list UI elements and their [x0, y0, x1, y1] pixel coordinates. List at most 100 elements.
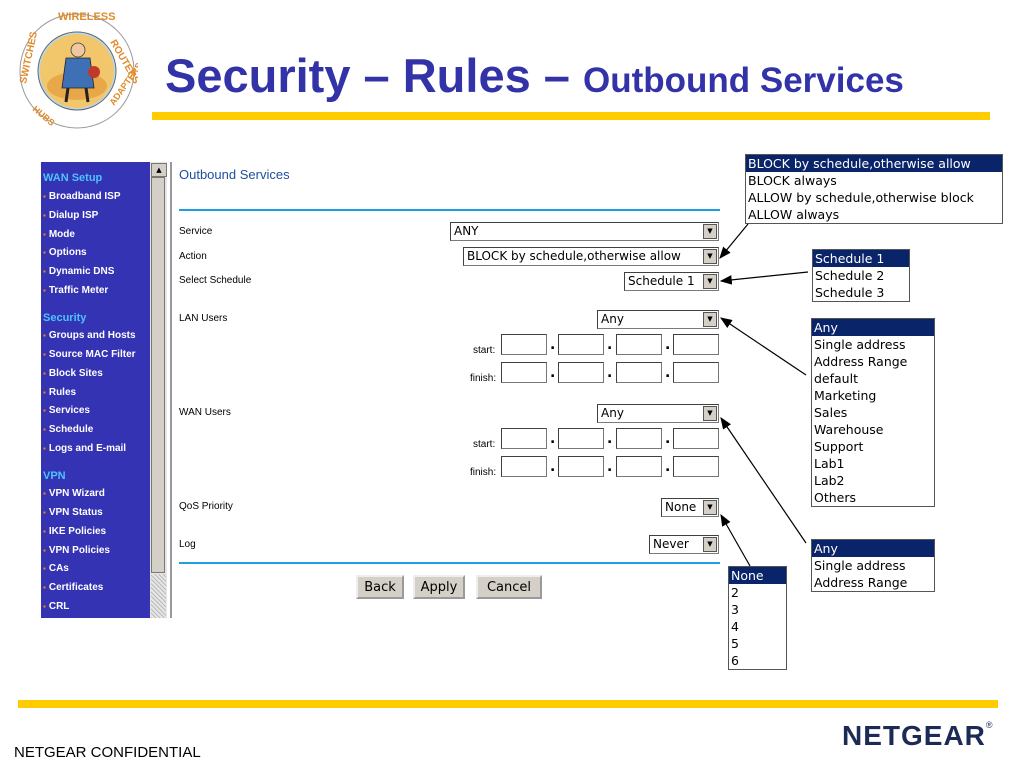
action-options-list[interactable]: BLOCK by schedule,otherwise allow BLOCK …	[745, 154, 1003, 224]
qos-options-list[interactable]: None 2 3 4 5 6	[728, 566, 787, 670]
wan-finish-ip-octet-2[interactable]	[558, 456, 604, 477]
nav-section-security[interactable]: Security	[43, 312, 87, 324]
scrollbar-track[interactable]	[151, 574, 166, 618]
nav-item-source-mac-filter[interactable]: ▪Source MAC Filter	[43, 349, 136, 360]
list-item[interactable]: Warehouse	[814, 422, 884, 437]
list-item[interactable]: Single address	[814, 337, 906, 352]
lan-finish-ip-octet-2[interactable]	[558, 362, 604, 383]
list-item[interactable]: ALLOW always	[748, 207, 840, 222]
logo-text-wireless: WIRELESS	[58, 11, 115, 23]
lan-start-ip-octet-2[interactable]	[558, 334, 604, 355]
wan-start-ip-octet-2[interactable]	[558, 428, 604, 449]
nav-item-cas[interactable]: ▪CAs	[43, 563, 69, 574]
chevron-down-icon[interactable]: ▼	[703, 312, 717, 327]
nav-item-options[interactable]: ▪Options	[43, 247, 87, 258]
nav-item-groups-and-hosts[interactable]: ▪Groups and Hosts	[43, 330, 136, 341]
wan-users-options-list[interactable]: Any Single address Address Range	[811, 539, 935, 592]
nav-item-mode[interactable]: ▪Mode	[43, 229, 75, 240]
wan-finish-ip-octet-3[interactable]	[616, 456, 662, 477]
list-item[interactable]: Schedule 3	[815, 285, 885, 300]
scroll-up-arrow-icon[interactable]: ▲	[151, 163, 167, 177]
list-item[interactable]: None	[729, 567, 786, 584]
lan-users-callout-arrow	[720, 317, 807, 376]
nav-item-traffic-meter[interactable]: ▪Traffic Meter	[43, 285, 109, 296]
nav-item-logs-and-email[interactable]: ▪Logs and E-mail	[43, 443, 127, 454]
list-item[interactable]: 4	[731, 619, 739, 634]
nav-item-dynamic-dns[interactable]: ▪Dynamic DNS	[43, 266, 115, 277]
nav-item-vpn-status[interactable]: ▪VPN Status	[43, 507, 103, 518]
nav-item-crl[interactable]: ▪CRL	[43, 601, 70, 612]
scrollbar-thumb[interactable]	[151, 177, 165, 573]
list-item[interactable]: Support	[814, 439, 864, 454]
qos-priority-select[interactable]: None▼	[661, 498, 719, 517]
list-item[interactable]: BLOCK by schedule,otherwise allow	[746, 155, 1002, 172]
nav-item-schedule[interactable]: ▪Schedule	[43, 424, 94, 435]
action-value: BLOCK by schedule,otherwise allow	[467, 249, 681, 263]
lan-users-select[interactable]: Any▼	[597, 310, 719, 329]
list-item[interactable]: ALLOW by schedule,otherwise block	[748, 190, 974, 205]
list-item[interactable]: Others	[814, 490, 857, 505]
list-item[interactable]: 3	[731, 602, 739, 617]
list-item[interactable]: Any	[812, 319, 934, 336]
list-item[interactable]: 6	[731, 653, 739, 668]
list-item[interactable]: default	[814, 371, 858, 386]
lan-users-options-list[interactable]: Any Single address Address Range default…	[811, 318, 935, 507]
list-item[interactable]: Lab1	[814, 456, 845, 471]
list-item[interactable]: Schedule 2	[815, 268, 885, 283]
nav-item-certificates[interactable]: ▪Certificates	[43, 582, 104, 593]
wan-finish-label: finish:	[470, 467, 497, 478]
nav-item-rules[interactable]: ▪Rules	[43, 387, 77, 398]
nav-item-vpn-wizard[interactable]: ▪VPN Wizard	[43, 488, 105, 499]
nav-section-wan-setup[interactable]: WAN Setup	[43, 172, 103, 184]
back-button[interactable]: Back	[356, 575, 404, 599]
wan-start-ip-octet-3[interactable]	[616, 428, 662, 449]
apply-button[interactable]: Apply	[413, 575, 465, 599]
list-item[interactable]: Marketing	[814, 388, 877, 403]
brand-name: NETGEAR	[842, 720, 986, 751]
list-item[interactable]: BLOCK always	[748, 173, 837, 188]
list-item[interactable]: Any	[812, 540, 934, 557]
sidebar-nav: WAN Setup ▪Broadband ISP ▪Dialup ISP ▪Mo…	[41, 162, 150, 618]
slide-title: Security – Rules – Outbound Services	[165, 48, 904, 103]
chevron-down-icon[interactable]: ▼	[703, 249, 717, 264]
nav-item-ike-policies[interactable]: ▪IKE Policies	[43, 526, 107, 537]
action-select[interactable]: BLOCK by schedule,otherwise allow ▼	[463, 247, 719, 266]
nav-item-block-sites[interactable]: ▪Block Sites	[43, 368, 103, 379]
wan-start-ip-octet-1[interactable]	[501, 428, 547, 449]
list-item[interactable]: Sales	[814, 405, 848, 420]
nav-item-broadband-isp[interactable]: ▪Broadband ISP	[43, 191, 121, 202]
log-select[interactable]: Never▼	[649, 535, 719, 554]
list-item[interactable]: Single address	[814, 558, 906, 573]
lan-start-ip-octet-3[interactable]	[616, 334, 662, 355]
frame-divider	[170, 162, 172, 618]
chevron-down-icon[interactable]: ▼	[703, 274, 717, 289]
nav-section-vpn[interactable]: VPN	[43, 470, 66, 482]
nav-item-services[interactable]: ▪Services	[43, 405, 90, 416]
lan-finish-ip-octet-4[interactable]	[673, 362, 719, 383]
list-item[interactable]: Address Range	[814, 354, 908, 369]
lan-start-ip-octet-1[interactable]	[501, 334, 547, 355]
wan-finish-ip-octet-1[interactable]	[501, 456, 547, 477]
lan-finish-ip-octet-3[interactable]	[616, 362, 662, 383]
list-item[interactable]: Lab2	[814, 473, 845, 488]
wan-finish-ip-octet-4[interactable]	[673, 456, 719, 477]
list-item[interactable]: Schedule 1	[813, 250, 909, 267]
chevron-down-icon[interactable]: ▼	[703, 406, 717, 421]
chevron-down-icon[interactable]: ▼	[703, 537, 717, 552]
chevron-down-icon[interactable]: ▼	[703, 224, 717, 239]
list-item[interactable]: Address Range	[814, 575, 908, 590]
wan-start-ip-octet-4[interactable]	[673, 428, 719, 449]
schedule-select[interactable]: Schedule 1▼	[624, 272, 719, 291]
nav-item-dialup-isp[interactable]: ▪Dialup ISP	[43, 210, 99, 221]
list-item[interactable]: 2	[731, 585, 739, 600]
chevron-down-icon[interactable]: ▼	[703, 500, 717, 515]
service-select[interactable]: ANY▼	[450, 222, 719, 241]
schedule-options-list[interactable]: Schedule 1 Schedule 2 Schedule 3	[812, 249, 910, 302]
netgear-logo: NETGEAR®	[842, 720, 994, 752]
cancel-button[interactable]: Cancel	[476, 575, 542, 599]
nav-item-vpn-policies[interactable]: ▪VPN Policies	[43, 545, 110, 556]
list-item[interactable]: 5	[731, 636, 739, 651]
lan-finish-ip-octet-1[interactable]	[501, 362, 547, 383]
wan-users-select[interactable]: Any▼	[597, 404, 719, 423]
lan-start-ip-octet-4[interactable]	[673, 334, 719, 355]
